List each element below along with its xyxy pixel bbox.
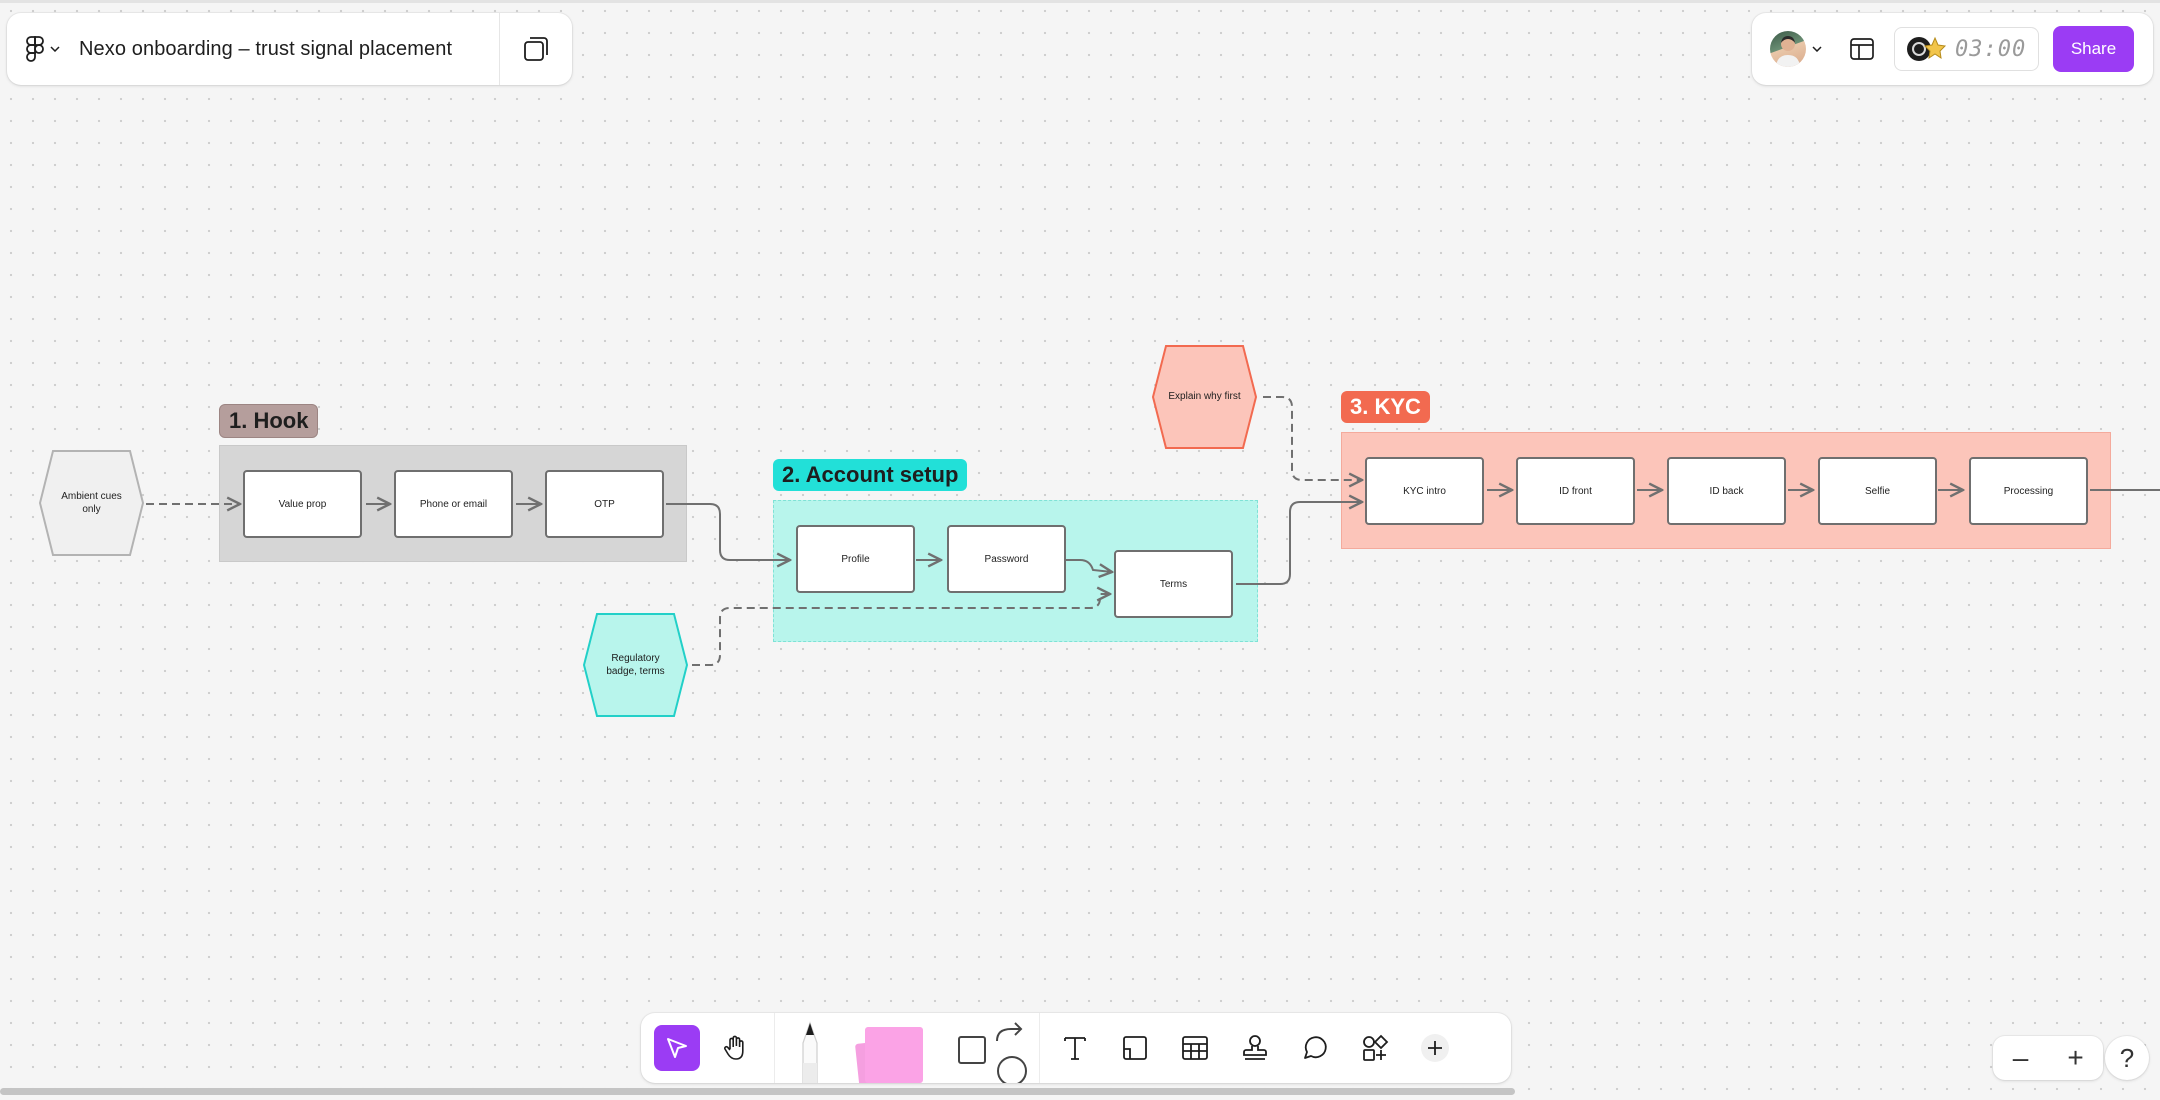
zoom-controls: – + xyxy=(1993,1036,2103,1080)
signal-ambient-cues-label: Ambient cues only xyxy=(61,490,122,516)
duplicate-icon xyxy=(524,37,548,61)
help-button[interactable]: ? xyxy=(2105,1036,2149,1080)
share-button[interactable]: Share xyxy=(2053,26,2134,72)
table-icon xyxy=(1182,1036,1208,1060)
timer-sticker-icon xyxy=(1905,34,1947,64)
cursor-arrow-icon xyxy=(667,1038,687,1058)
comment-tool[interactable] xyxy=(1292,1025,1338,1071)
node-terms[interactable]: Terms xyxy=(1114,550,1233,618)
node-selfie[interactable]: Selfie xyxy=(1818,457,1937,525)
section-account-setup-label[interactable]: 2. Account setup xyxy=(773,459,968,491)
sticky-note-tool[interactable] xyxy=(847,1013,929,1086)
node-processing[interactable]: Processing xyxy=(1969,457,2088,525)
text-tool[interactable] xyxy=(1052,1025,1098,1071)
node-value-prop[interactable]: Value prop xyxy=(243,470,362,538)
hand-icon xyxy=(724,1035,744,1060)
user-portrait xyxy=(1776,36,1800,67)
toolbar-separator xyxy=(1039,1013,1040,1083)
shapes-icon xyxy=(958,1022,1027,1086)
toolbar-separator xyxy=(774,1013,775,1083)
signal-explain-why-first[interactable]: Explain why first xyxy=(1152,344,1257,450)
plus-circle-icon xyxy=(1421,1034,1449,1062)
timer-value: 03:00 xyxy=(1955,36,2027,62)
signal-regulatory-badge-label: Regulatory badge, terms xyxy=(606,652,665,678)
text-icon xyxy=(1064,1037,1086,1060)
file-title[interactable]: Nexo onboarding – trust signal placement xyxy=(79,37,453,60)
horizontal-scrollbar[interactable] xyxy=(0,1088,1515,1095)
section-hook-label[interactable]: 1. Hook xyxy=(219,404,319,438)
stamp-icon xyxy=(1243,1035,1267,1060)
hand-tool[interactable] xyxy=(712,1025,758,1071)
more-tool[interactable] xyxy=(1412,1025,1458,1071)
node-profile[interactable]: Profile xyxy=(796,525,915,593)
layout-panel-icon xyxy=(1850,38,1874,60)
select-tool[interactable] xyxy=(654,1025,700,1071)
chevron-down-icon xyxy=(1812,46,1822,52)
node-password[interactable]: Password xyxy=(947,525,1066,593)
signal-ambient-cues[interactable]: Ambient cues only xyxy=(39,449,144,557)
section-tool[interactable] xyxy=(1112,1025,1158,1071)
pen-tool[interactable] xyxy=(787,1013,833,1084)
widgets-tool[interactable] xyxy=(1352,1025,1398,1071)
section-kyc-label[interactable]: 3. KYC xyxy=(1341,391,1430,423)
hexagon-shape xyxy=(1152,345,1257,449)
section-icon xyxy=(1123,1036,1147,1060)
node-id-front[interactable]: ID front xyxy=(1516,457,1635,525)
marker-pen-icon xyxy=(802,1021,818,1084)
comment-icon xyxy=(1304,1036,1327,1059)
avatar xyxy=(1770,31,1806,67)
timer-button[interactable]: 03:00 xyxy=(1894,27,2039,71)
stamp-tool[interactable] xyxy=(1232,1025,1278,1071)
widgets-icon xyxy=(1363,1034,1389,1061)
canvas-top-border xyxy=(0,0,2160,3)
layout-panel-button[interactable] xyxy=(1844,31,1880,67)
node-phone-or-email[interactable]: Phone or email xyxy=(394,470,513,538)
node-kyc-intro[interactable]: KYC intro xyxy=(1365,457,1484,525)
node-otp[interactable]: OTP xyxy=(545,470,664,538)
main-menu-button[interactable] xyxy=(7,13,79,85)
table-tool[interactable] xyxy=(1172,1025,1218,1071)
zoom-out-button[interactable]: – xyxy=(2012,1042,2029,1073)
figma-logo-icon xyxy=(26,36,44,62)
avatar-menu[interactable] xyxy=(1770,31,1822,67)
sticky-note-icon xyxy=(855,1027,923,1086)
hexagon-shape xyxy=(583,613,688,717)
collaboration-panel: 03:00 Share xyxy=(1752,13,2153,85)
signal-explain-why-first-label: Explain why first xyxy=(1168,391,1241,403)
panel-separator xyxy=(499,13,500,85)
file-panel: Nexo onboarding – trust signal placement xyxy=(7,13,572,85)
duplicate-button[interactable] xyxy=(500,13,572,85)
signal-regulatory-badge[interactable]: Regulatory badge, terms xyxy=(583,612,688,718)
node-id-back[interactable]: ID back xyxy=(1667,457,1786,525)
hexagon-shape xyxy=(39,450,144,556)
bottom-toolbar xyxy=(641,1013,1511,1086)
shape-connector-tool[interactable] xyxy=(951,1013,1031,1086)
zoom-in-button[interactable]: + xyxy=(2067,1042,2084,1073)
chevron-down-icon xyxy=(50,46,60,52)
